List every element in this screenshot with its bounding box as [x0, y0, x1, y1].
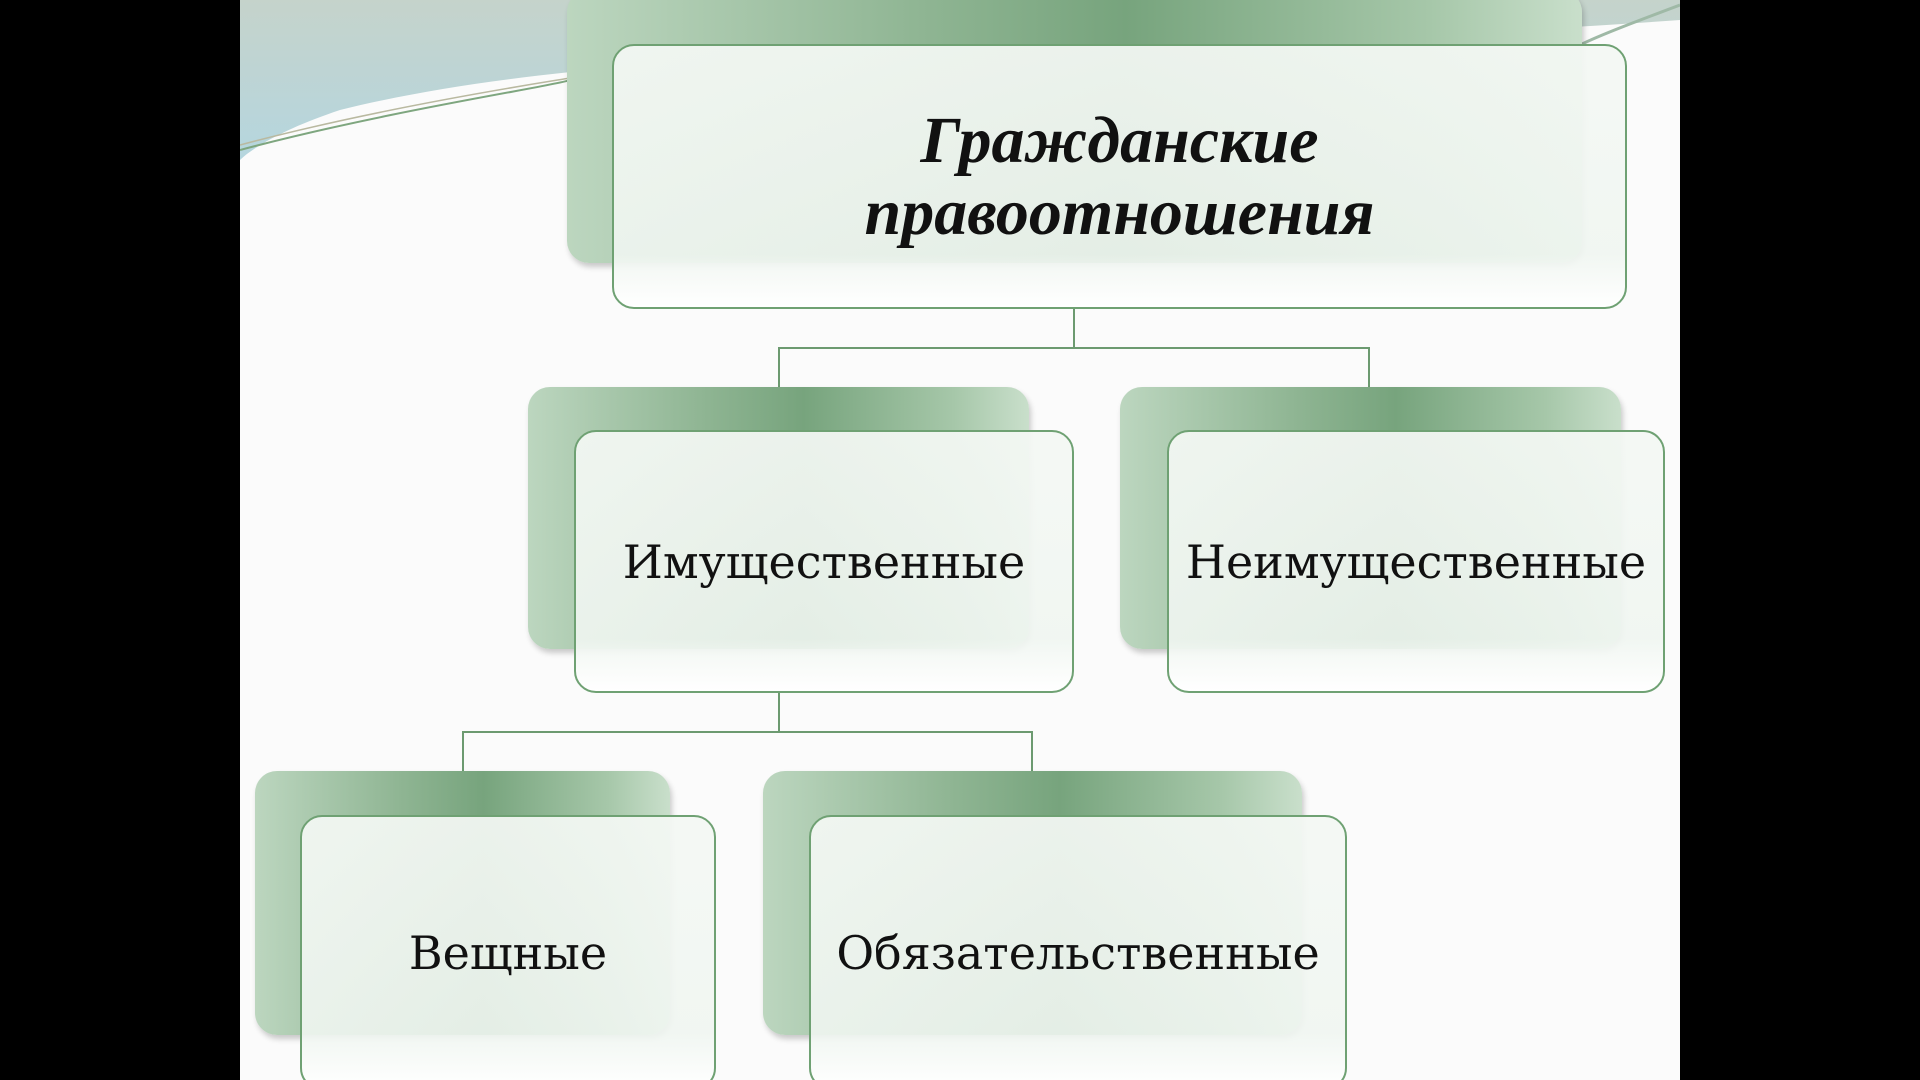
root-node: Гражданские правоотношения: [612, 44, 1627, 309]
connector-mid: [778, 693, 780, 733]
root-node-label: Гражданские правоотношения: [864, 103, 1375, 249]
node-real-label: Вещные: [408, 925, 608, 980]
node-obligation: Обязательственные: [809, 815, 1347, 1080]
node-real: Вещные: [300, 815, 716, 1080]
node-nonproperty: Неимущественные: [1167, 430, 1665, 693]
node-property: Имущественные: [574, 430, 1074, 693]
connector-root: [1073, 309, 1075, 349]
node-obligation-label: Обязательственные: [836, 925, 1320, 980]
connector-l2-left: [462, 731, 464, 773]
node-property-label: Имущественные: [622, 534, 1026, 589]
connector-right: [1368, 347, 1370, 389]
connector-level1-h: [778, 347, 1370, 349]
node-nonproperty-label: Неимущественные: [1185, 534, 1647, 589]
slide: Гражданские правоотношения Имущественные…: [240, 0, 1680, 1080]
connector-level2-h: [462, 731, 1033, 733]
connector-l2-right: [1031, 731, 1033, 773]
connector-left: [778, 347, 780, 389]
